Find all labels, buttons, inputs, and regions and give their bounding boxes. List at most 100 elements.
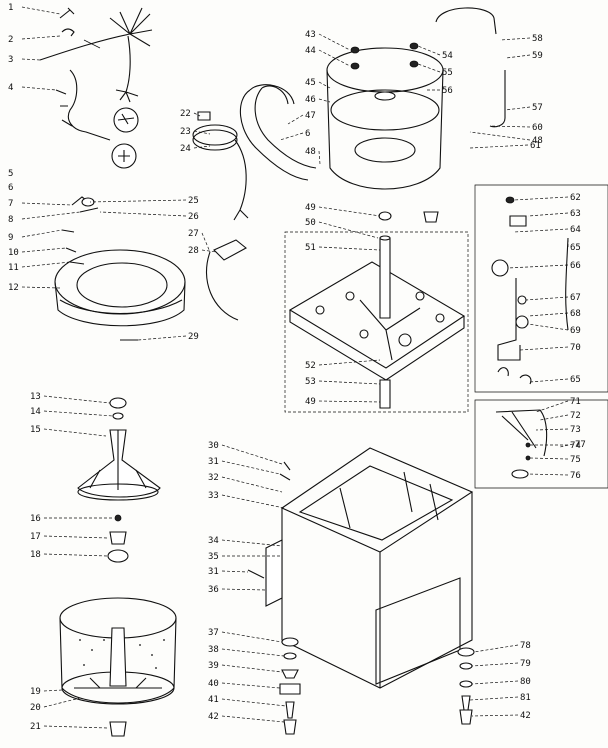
part-number-label: 72	[570, 411, 581, 421]
part-number-label: 64	[570, 225, 581, 235]
part-number-label: 57	[532, 103, 543, 113]
leader-line	[471, 662, 519, 667]
part-number-label: 67	[570, 293, 581, 303]
leader-line	[43, 553, 109, 557]
part-number-label: 23	[180, 127, 191, 137]
leader-line	[318, 221, 379, 239]
cabinet	[247, 447, 474, 689]
part-number-label: 43	[305, 30, 316, 40]
part-number-label: 77	[575, 440, 586, 450]
leader-line	[504, 106, 531, 111]
leader-line	[193, 145, 211, 149]
part-number-label: 12	[8, 283, 19, 293]
part-number-label: 39	[208, 661, 219, 671]
pump-hose	[239, 84, 317, 181]
part-number-label: 45	[305, 78, 316, 88]
part-number-label: 60	[532, 123, 543, 133]
leader-line	[43, 697, 81, 708]
leader-line	[221, 444, 283, 465]
wash-basket	[59, 597, 177, 737]
part-number-label: 76	[570, 471, 581, 481]
part-number-label: 74	[570, 441, 581, 451]
leader-line	[21, 86, 57, 91]
leader-line	[201, 249, 217, 253]
leader-line	[221, 631, 283, 643]
part-number-label: 6	[305, 129, 310, 139]
part-number-label: 46	[305, 95, 316, 105]
leader-line	[318, 380, 381, 385]
outer-tub	[54, 196, 186, 327]
part-number-label: 61	[530, 141, 541, 151]
part-number-label: 16	[30, 514, 41, 524]
leader-line	[473, 644, 519, 653]
leader-line	[525, 296, 569, 301]
leader-line	[535, 400, 569, 413]
leader-line	[221, 570, 249, 573]
part-number-label: 49	[305, 203, 316, 213]
part-number-label: 14	[30, 407, 41, 417]
part-number-label: 56	[442, 86, 453, 96]
part-number-label: 40	[208, 679, 219, 689]
part-number-label: 22	[180, 109, 191, 119]
part-number-label: 24	[180, 144, 191, 154]
part-number-label: 79	[520, 659, 531, 669]
leader-line	[519, 346, 569, 351]
wiring-harness	[39, 7, 153, 169]
leader-line	[529, 378, 569, 383]
leader-line	[527, 473, 569, 476]
part-number-label: 25	[188, 196, 199, 206]
leader-line	[137, 335, 187, 341]
part-number-label: 80	[520, 677, 531, 687]
part-number-label: 29	[188, 332, 199, 342]
part-number-label: 27	[188, 229, 199, 239]
part-number-label: 55	[442, 68, 453, 78]
part-number-label: 50	[305, 218, 316, 228]
leader-line	[21, 286, 61, 289]
leader-line	[417, 45, 441, 56]
leader-line	[221, 588, 267, 591]
leader-line	[279, 132, 304, 141]
part-number-label: 33	[208, 491, 219, 501]
leader-line	[201, 232, 211, 253]
part-number-label: 69	[570, 326, 581, 336]
part-number-label: 15	[30, 425, 41, 435]
part-number-label: 28	[188, 246, 199, 256]
leader-line	[21, 202, 73, 206]
leader-line	[535, 428, 569, 431]
part-number-label: 35	[208, 552, 219, 562]
part-number-label: 3	[8, 55, 13, 65]
leader-line	[287, 114, 304, 125]
leader-line	[21, 229, 63, 238]
part-number-label: 21	[30, 722, 41, 732]
leader-line	[99, 211, 187, 217]
leader-line	[221, 460, 281, 475]
leader-line	[221, 715, 285, 723]
part-number-label: 47	[305, 111, 316, 121]
suspension-kit	[474, 399, 608, 489]
callout-labels: 1234567891011121314151617181920212223242…	[8, 3, 586, 732]
part-number-label: 62	[570, 193, 581, 203]
part-number-label: 66	[570, 261, 581, 271]
part-number-label: 70	[570, 343, 581, 353]
leader-line	[318, 246, 381, 251]
part-number-label: 37	[208, 628, 219, 638]
part-number-label: 59	[532, 51, 543, 61]
part-number-label: 42	[520, 711, 531, 721]
leader-line	[21, 35, 61, 40]
leader-line	[21, 261, 71, 268]
part-number-label: 17	[30, 532, 41, 542]
leader-line	[43, 395, 111, 404]
part-number-label: 30	[208, 441, 219, 451]
part-number-label: 48	[305, 147, 316, 157]
leader-line	[471, 714, 519, 717]
part-number-label: 18	[30, 550, 41, 560]
part-number-label: 78	[520, 641, 531, 651]
leader-line	[21, 247, 67, 253]
leader-line	[221, 494, 285, 509]
part-number-label: 51	[305, 243, 316, 253]
part-number-label: 48	[532, 136, 543, 146]
leader-line	[21, 58, 41, 61]
part-number-label: 75	[570, 455, 581, 465]
